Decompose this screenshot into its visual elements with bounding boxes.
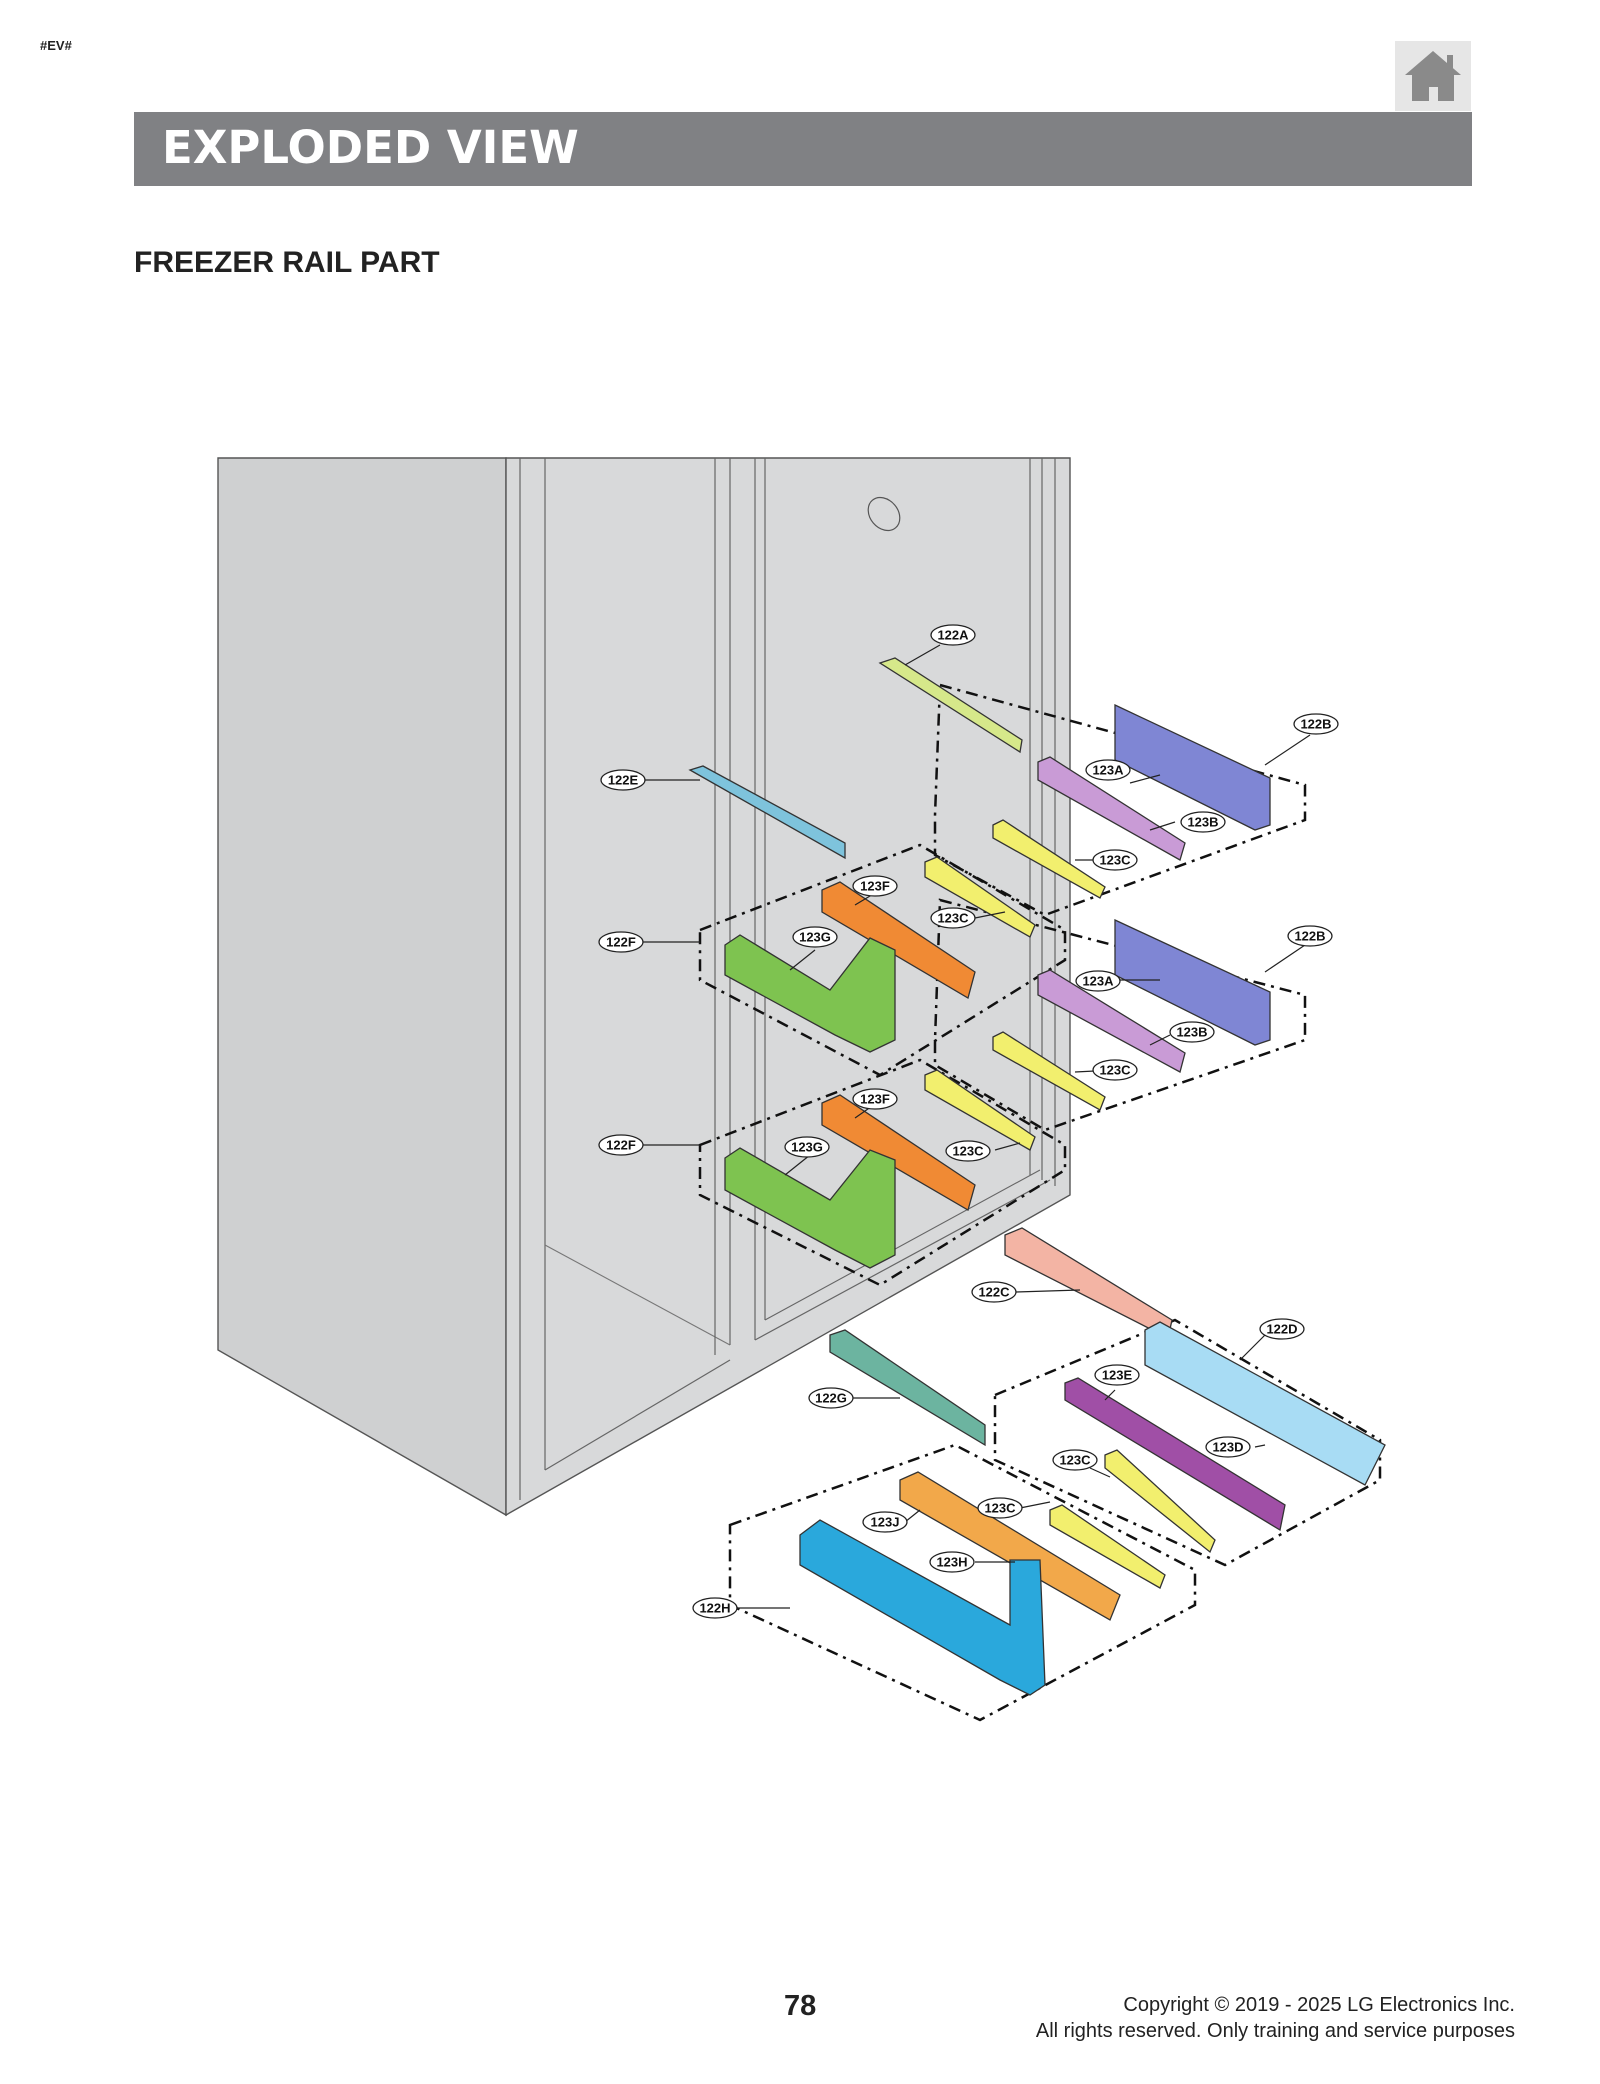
svg-text:123C: 123C [952,1144,984,1159]
svg-text:123C: 123C [1099,1063,1131,1078]
svg-text:122F: 122F [606,935,636,950]
part-122B-upper [1114,703,1271,831]
svg-text:123A: 123A [1092,763,1124,778]
svg-text:123B: 123B [1176,1025,1207,1040]
svg-text:123C: 123C [1059,1453,1091,1468]
label-122F-upper: 122F [598,931,644,953]
part-122G [829,1329,986,1447]
group-outline-upper-left [698,843,1067,1077]
label-123J: 123J [862,1511,908,1533]
part-123G-middle [724,1147,896,1269]
part-123A-upper [1037,756,1186,861]
diagram-subtitle: FREEZER RAIL PART [134,246,440,279]
group-outline-middle-left [698,1058,1067,1287]
svg-text:122F: 122F [606,1138,636,1153]
part-123C-upper-right [992,819,1106,899]
rail-parts [688,657,1386,1696]
part-123J [899,1471,1121,1621]
label-122E: 122E [600,769,646,791]
part-123C-lower-right [1104,1449,1216,1554]
rail-group-outlines [698,683,1382,1722]
copyright-line-2: All rights reserved. Only training and s… [1035,2020,1515,2042]
svg-text:123G: 123G [791,1140,823,1155]
document-tag: #EV# [40,38,72,53]
svg-text:123G: 123G [799,930,831,945]
svg-text:122G: 122G [815,1391,847,1406]
label-123B-upper: 123B [1180,811,1226,833]
part-123C-upper-left [924,856,1036,938]
copyright-line-1: Copyright © 2019 - 2025 LG Electronics I… [1123,1994,1515,2016]
part-122H [799,1519,1046,1696]
label-122A: 122A [930,624,976,646]
label-122B-middle: 122B [1287,925,1333,947]
label-123C-upper-left: 123C [930,907,976,929]
svg-text:123C: 123C [937,911,969,926]
part-122B-middle [1114,918,1271,1046]
part-122A [878,657,1023,754]
label-123A-middle: 123A [1075,970,1121,992]
section-header: EXPLODED VIEW [134,112,1472,186]
svg-text:123E: 123E [1102,1368,1133,1383]
label-123A-upper: 123A [1085,759,1131,781]
home-icon [1405,51,1461,101]
label-122D: 122D [1259,1318,1305,1340]
part-122C [1004,1227,1173,1339]
part-122D [1144,1321,1386,1486]
part-123C-middle-left [924,1069,1036,1151]
label-123H: 123H [929,1551,975,1573]
label-123B-middle: 123B [1169,1021,1215,1043]
label-122F-middle: 122F [598,1134,644,1156]
label-123E: 123E [1094,1364,1140,1386]
label-123C-middle-left: 123C [945,1140,991,1162]
part-123E [1064,1377,1286,1532]
group-outline-lower-right [993,1318,1382,1567]
svg-text:122E: 122E [608,773,639,788]
label-122C: 122C [971,1281,1017,1303]
home-button[interactable] [1395,41,1471,111]
svg-text:123F: 123F [860,1092,890,1107]
svg-text:123A: 123A [1082,974,1114,989]
label-123C-lower-left: 123C [977,1497,1023,1519]
svg-text:123J: 123J [871,1515,900,1530]
svg-text:123C: 123C [1099,853,1131,868]
svg-text:122B: 122B [1294,929,1325,944]
label-122B-upper: 122B [1293,713,1339,735]
svg-text:123B: 123B [1187,815,1218,830]
label-123G-upper: 123G [792,926,838,948]
group-outline-upper-right [933,683,1307,917]
label-123F-upper: 123F [852,875,898,897]
svg-text:122B: 122B [1300,717,1331,732]
label-123F-middle: 123F [852,1088,898,1110]
svg-text:122H: 122H [699,1601,730,1616]
part-123C-lower-left [1049,1504,1166,1589]
label-123D: 123D [1205,1436,1251,1458]
label-123C-middle-right: 123C [1092,1059,1138,1081]
svg-text:123H: 123H [936,1555,967,1570]
group-outline-lower-left [728,1443,1197,1722]
svg-text:123D: 123D [1212,1440,1243,1455]
svg-text:122D: 122D [1266,1322,1297,1337]
section-title: EXPLODED VIEW [162,121,579,174]
svg-text:122C: 122C [978,1285,1010,1300]
svg-text:122A: 122A [937,628,969,643]
label-122G: 122G [808,1387,854,1409]
svg-text:123F: 123F [860,879,890,894]
page-number: 78 [784,1990,817,2022]
svg-text:123C: 123C [984,1501,1016,1516]
freezer-cabinet [217,457,1071,1517]
part-123F-middle [821,1094,976,1211]
part-123G-upper [724,934,896,1053]
label-123C-upper-right: 123C [1092,849,1138,871]
part-123F-upper [821,881,976,999]
label-122H: 122H [692,1597,738,1619]
label-123G-middle: 123G [784,1136,830,1158]
part-123C-middle-right [992,1031,1106,1111]
part-123A-middle [1037,969,1186,1073]
label-123C-lower-right: 123C [1052,1449,1098,1471]
part-122E [688,765,846,860]
